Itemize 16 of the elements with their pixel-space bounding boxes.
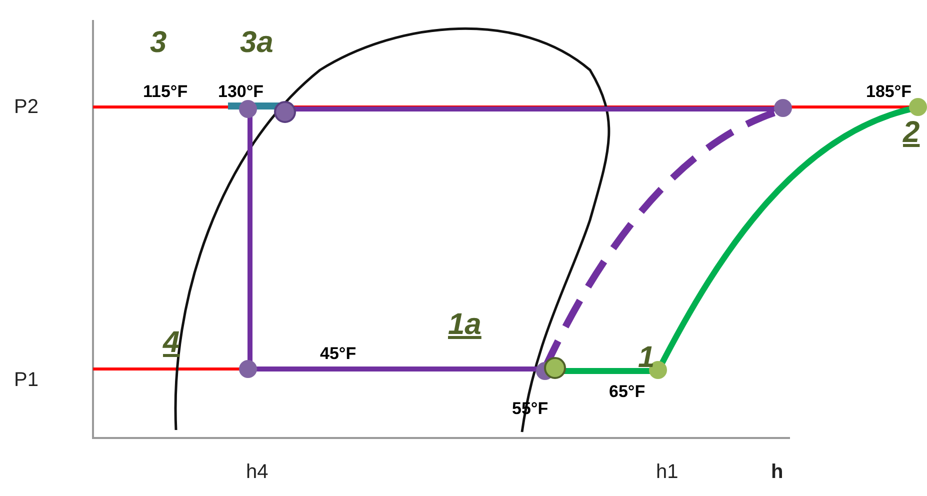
state-number: 1a bbox=[448, 310, 482, 340]
temperature-label: 45°F bbox=[320, 345, 356, 362]
state-number: 3 bbox=[150, 28, 167, 58]
axis-label: h1 bbox=[656, 462, 678, 482]
axis-label: P1 bbox=[14, 370, 38, 390]
state-number: 2 bbox=[903, 118, 920, 148]
state-number: 4 bbox=[163, 328, 180, 358]
temperature-label: 130°F bbox=[218, 83, 264, 100]
state-number: 3a bbox=[240, 28, 274, 58]
axis-label: P2 bbox=[14, 97, 38, 117]
temperature-label: 65°F bbox=[609, 383, 646, 400]
state-number: 1 bbox=[638, 343, 655, 373]
axis-label: h bbox=[771, 462, 784, 482]
temperature-label: 185°F bbox=[866, 83, 912, 100]
axis-label: h4 bbox=[246, 462, 268, 482]
temperature-label: 115°F bbox=[143, 83, 188, 100]
